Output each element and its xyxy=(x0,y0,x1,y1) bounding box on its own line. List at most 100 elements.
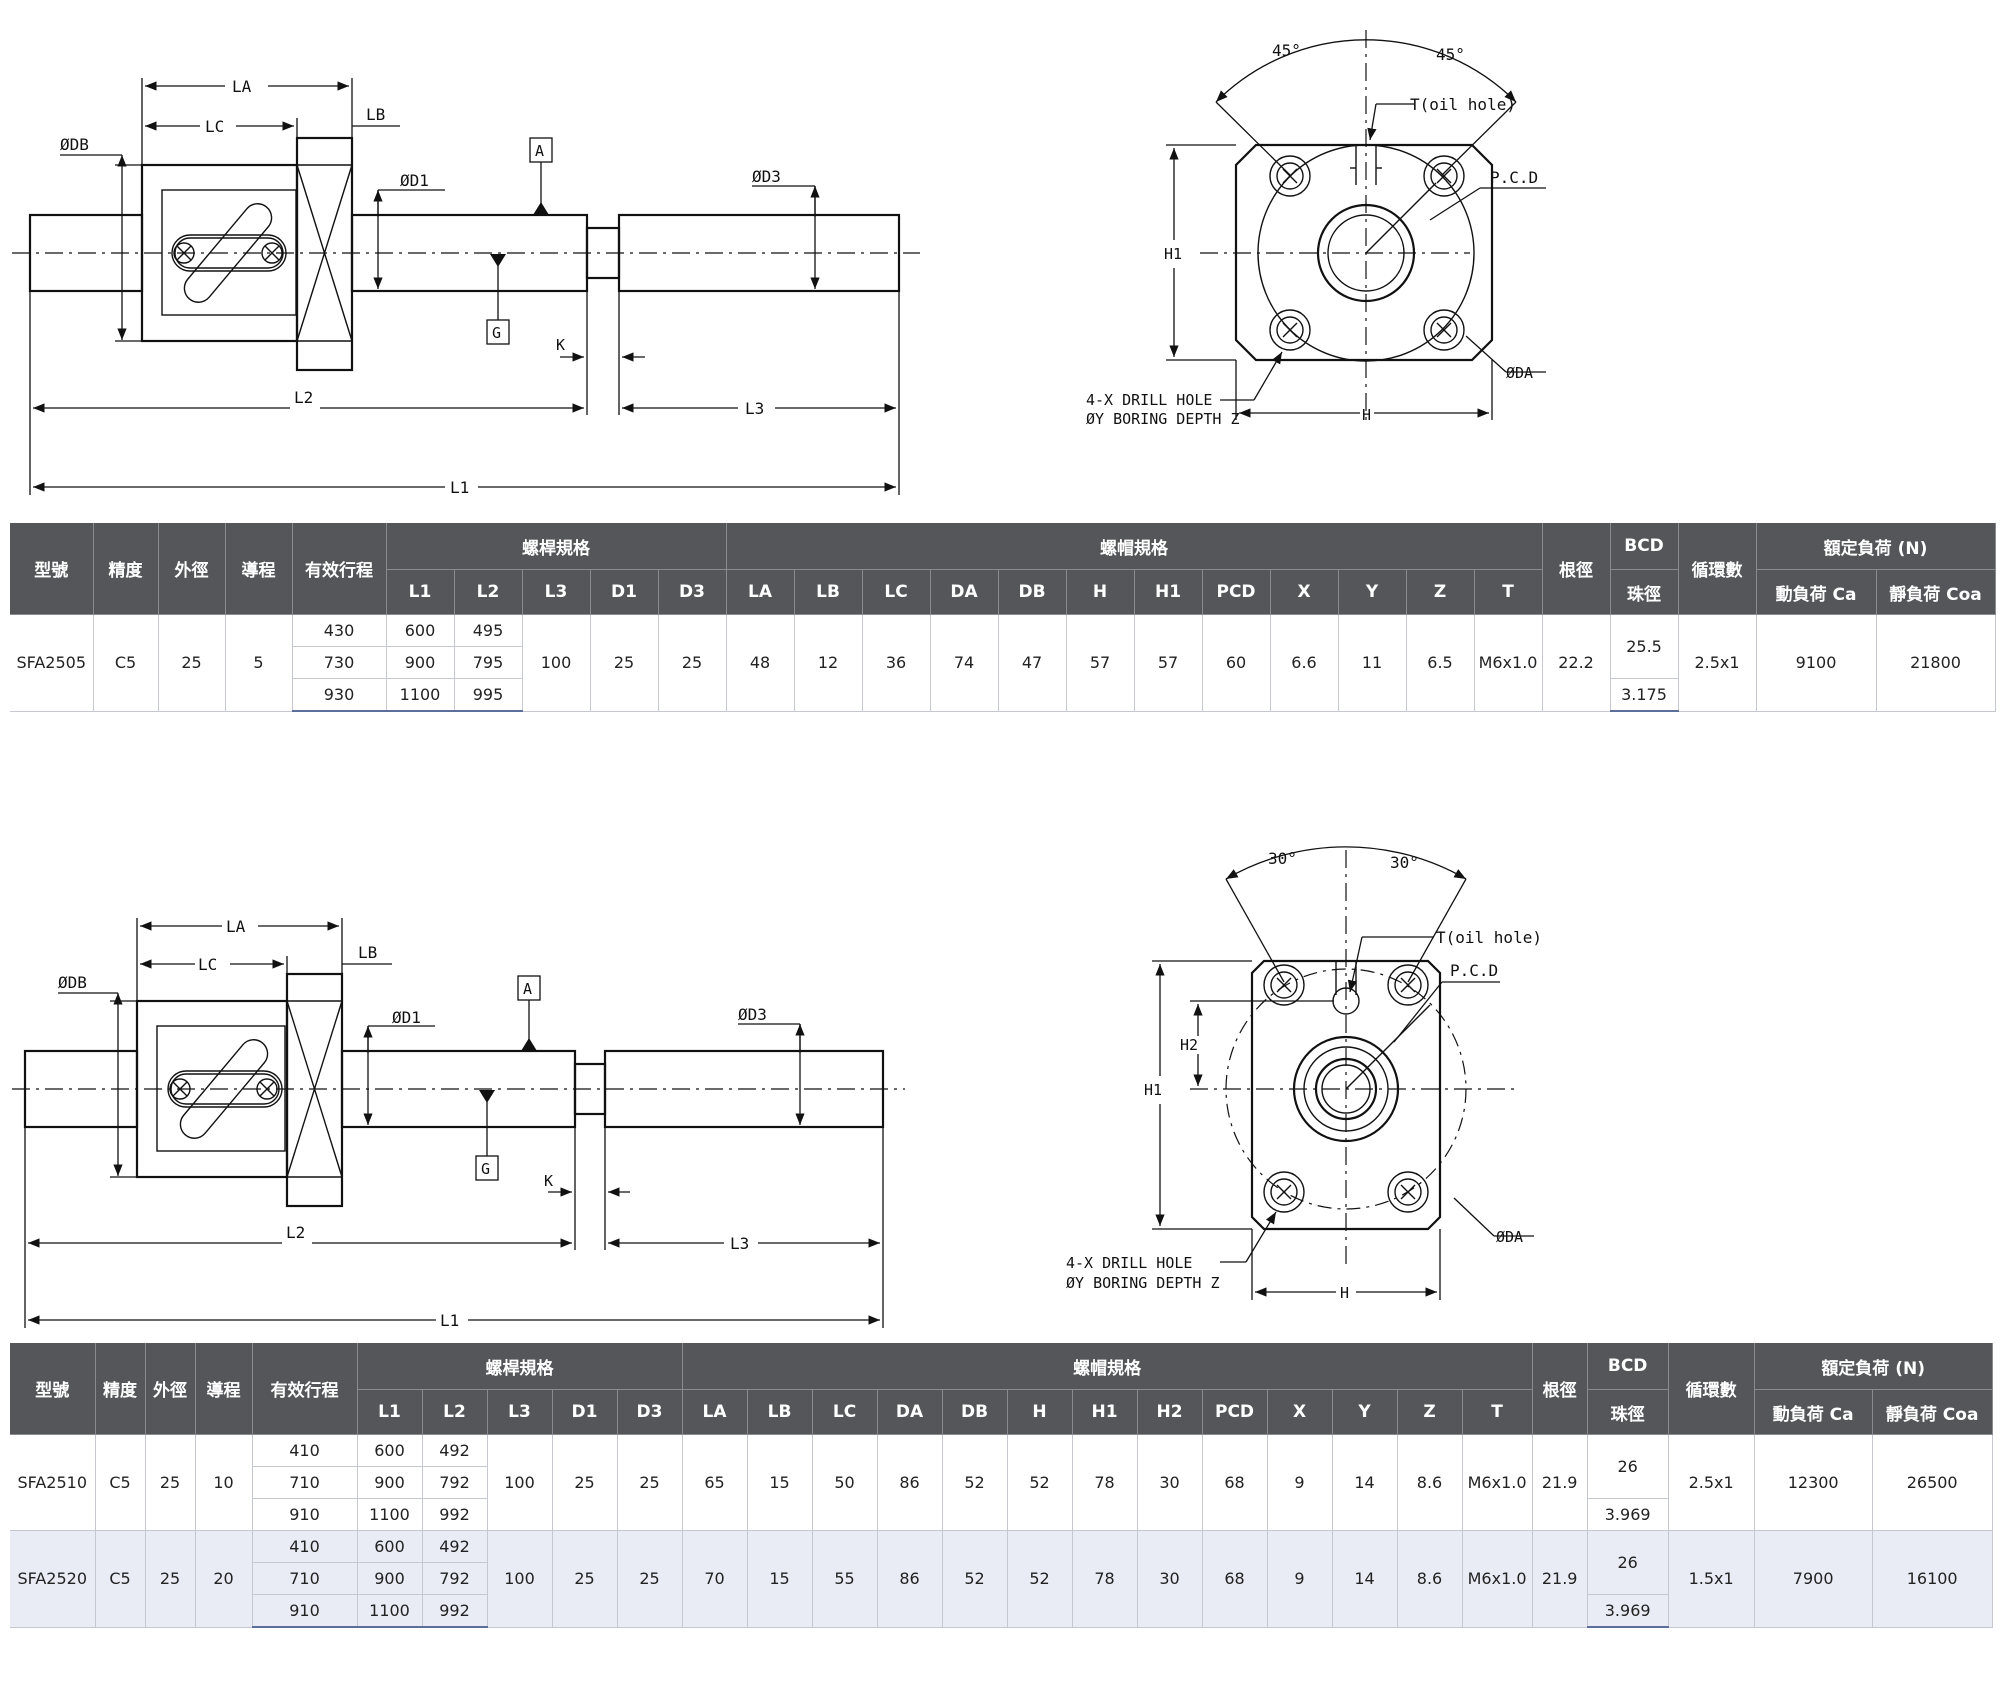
cell-stroke: 910 xyxy=(252,1594,358,1628)
oil-hole-label: T(oil hole) xyxy=(1410,95,1516,114)
col-d3: D3 xyxy=(658,569,727,615)
col-lead: 導程 xyxy=(195,1343,253,1435)
cell-od: 25 xyxy=(145,1530,196,1628)
cell-t: M6x1.0 xyxy=(1462,1434,1533,1531)
dim-d1: ØD1 xyxy=(392,1008,421,1027)
col-dyn: 動負荷 Ca xyxy=(1756,569,1877,615)
cell-dyn: 12300 xyxy=(1754,1434,1873,1531)
cell-d3: 25 xyxy=(617,1530,683,1628)
col-l1: L1 xyxy=(357,1389,423,1435)
dim-db: ØDB xyxy=(60,135,89,154)
dim-lc: LC xyxy=(205,117,224,136)
dim-d3: ØD3 xyxy=(738,1005,767,1024)
col-z: Z xyxy=(1406,569,1475,615)
col-model: 型號 xyxy=(10,1343,96,1435)
cell-l1: 900 xyxy=(357,1466,423,1499)
cell-pcd: 68 xyxy=(1202,1530,1268,1628)
col-l3: L3 xyxy=(522,569,591,615)
datum-g: G xyxy=(481,1160,490,1178)
cell-lead: 20 xyxy=(195,1530,253,1628)
dim-d3: ØD3 xyxy=(752,167,781,186)
spec-table-sfa2505: 型號 精度 外徑 導程 有效行程 螺桿規格 螺帽規格 根徑 BCD 循環數 額定… xyxy=(10,523,1996,712)
angle-right: 30° xyxy=(1390,853,1419,872)
cell-l2: 992 xyxy=(422,1594,488,1628)
cell-la: 70 xyxy=(682,1530,748,1628)
cell-circuit: 2.5x1 xyxy=(1678,614,1757,712)
col-od: 外徑 xyxy=(158,523,226,615)
cell-l1: 900 xyxy=(357,1562,423,1595)
cell-ball: 3.175 xyxy=(1610,678,1679,712)
cell-ball: 3.969 xyxy=(1587,1594,1669,1628)
cell-stroke: 410 xyxy=(252,1530,358,1563)
cell-h: 52 xyxy=(1007,1530,1073,1628)
drill-note-line-2: ØY BORING DEPTH Z xyxy=(1086,410,1240,428)
drill-note-line-2: ØY BORING DEPTH Z xyxy=(1066,1274,1220,1292)
cell-l1: 900 xyxy=(386,646,455,679)
col-l3: L3 xyxy=(487,1389,553,1435)
cell-db: 52 xyxy=(942,1530,1008,1628)
col-h2: H2 xyxy=(1137,1389,1203,1435)
cell-l2: 792 xyxy=(422,1466,488,1499)
col-la: LA xyxy=(682,1389,748,1435)
cell-l1: 600 xyxy=(386,614,455,647)
col-stroke: 有效行程 xyxy=(252,1343,358,1435)
col-circuit: 循環數 xyxy=(1678,523,1757,615)
col-da: DA xyxy=(877,1389,943,1435)
cell-la: 48 xyxy=(726,614,795,712)
cell-dyn: 9100 xyxy=(1756,614,1877,712)
dim-la: LA xyxy=(226,917,246,936)
cell-stat: 21800 xyxy=(1876,614,1996,712)
cell-l3: 100 xyxy=(487,1530,553,1628)
cell-bcd: 25.5 xyxy=(1610,614,1679,679)
cell-t: M6x1.0 xyxy=(1474,614,1543,712)
cell-x: 6.6 xyxy=(1270,614,1339,712)
cell-l1: 600 xyxy=(357,1434,423,1467)
cell-stroke: 710 xyxy=(252,1466,358,1499)
cell-l1: 1100 xyxy=(386,678,455,712)
table-row: 910 1100 992 3.969 xyxy=(10,1594,1992,1628)
front-view-drawing-2: 30° 30° T(oil hole) P.C.D H1 H2 ØDA xyxy=(1066,846,1542,1302)
cell-l2: 992 xyxy=(422,1498,488,1531)
col-lead: 導程 xyxy=(225,523,293,615)
col-stroke: 有效行程 xyxy=(292,523,387,615)
col-ball: 珠徑 xyxy=(1587,1389,1669,1435)
cell-da: 86 xyxy=(877,1530,943,1628)
cell-h: 57 xyxy=(1066,614,1135,712)
cell-h1: 78 xyxy=(1072,1530,1138,1628)
cell-pcd: 68 xyxy=(1202,1434,1268,1531)
col-t: T xyxy=(1462,1389,1533,1435)
table-row: SFA2520 C5 25 20 410 600 492 100 25 25 7… xyxy=(10,1530,1993,1628)
cell-model: SFA2520 xyxy=(10,1530,96,1628)
cell-lead: 5 xyxy=(225,614,293,712)
col-precision: 精度 xyxy=(95,1343,146,1435)
cell-y: 14 xyxy=(1332,1530,1398,1628)
dim-k: K xyxy=(544,1172,553,1190)
dim-db: ØDB xyxy=(58,973,87,992)
cell-lc: 36 xyxy=(862,614,931,712)
table-row: 910 1100 992 3.969 xyxy=(10,1498,1992,1531)
table-row: 710 900 792 xyxy=(10,1466,1992,1499)
col-d1: D1 xyxy=(590,569,659,615)
col-pcd: PCD xyxy=(1202,1389,1268,1435)
dim-l1: L1 xyxy=(450,478,469,497)
cell-stroke: 710 xyxy=(252,1562,358,1595)
cell-l1: 1100 xyxy=(357,1498,423,1531)
col-l2: L2 xyxy=(422,1389,488,1435)
cell-t: M6x1.0 xyxy=(1462,1530,1533,1628)
dim-l3: L3 xyxy=(745,399,764,418)
cell-da: 86 xyxy=(877,1434,943,1531)
cell-model: SFA2510 xyxy=(10,1434,96,1531)
col-precision: 精度 xyxy=(93,523,159,615)
cell-dyn: 7900 xyxy=(1754,1530,1873,1628)
cell-stroke: 910 xyxy=(252,1498,358,1531)
cell-od: 25 xyxy=(158,614,226,712)
side-view-drawing-2: LA LC LB ØDB ØD1 ØD3 A G K L2 L3 L1 xyxy=(12,917,905,1330)
col-circuit: 循環數 xyxy=(1668,1343,1755,1435)
col-h: H xyxy=(1066,569,1135,615)
cell-z: 6.5 xyxy=(1406,614,1475,712)
cell-d1: 25 xyxy=(552,1434,618,1531)
col-la: LA xyxy=(726,569,795,615)
cell-l2: 492 xyxy=(422,1434,488,1467)
cell-bcd: 26 xyxy=(1587,1530,1669,1595)
cell-l1: 600 xyxy=(357,1530,423,1563)
